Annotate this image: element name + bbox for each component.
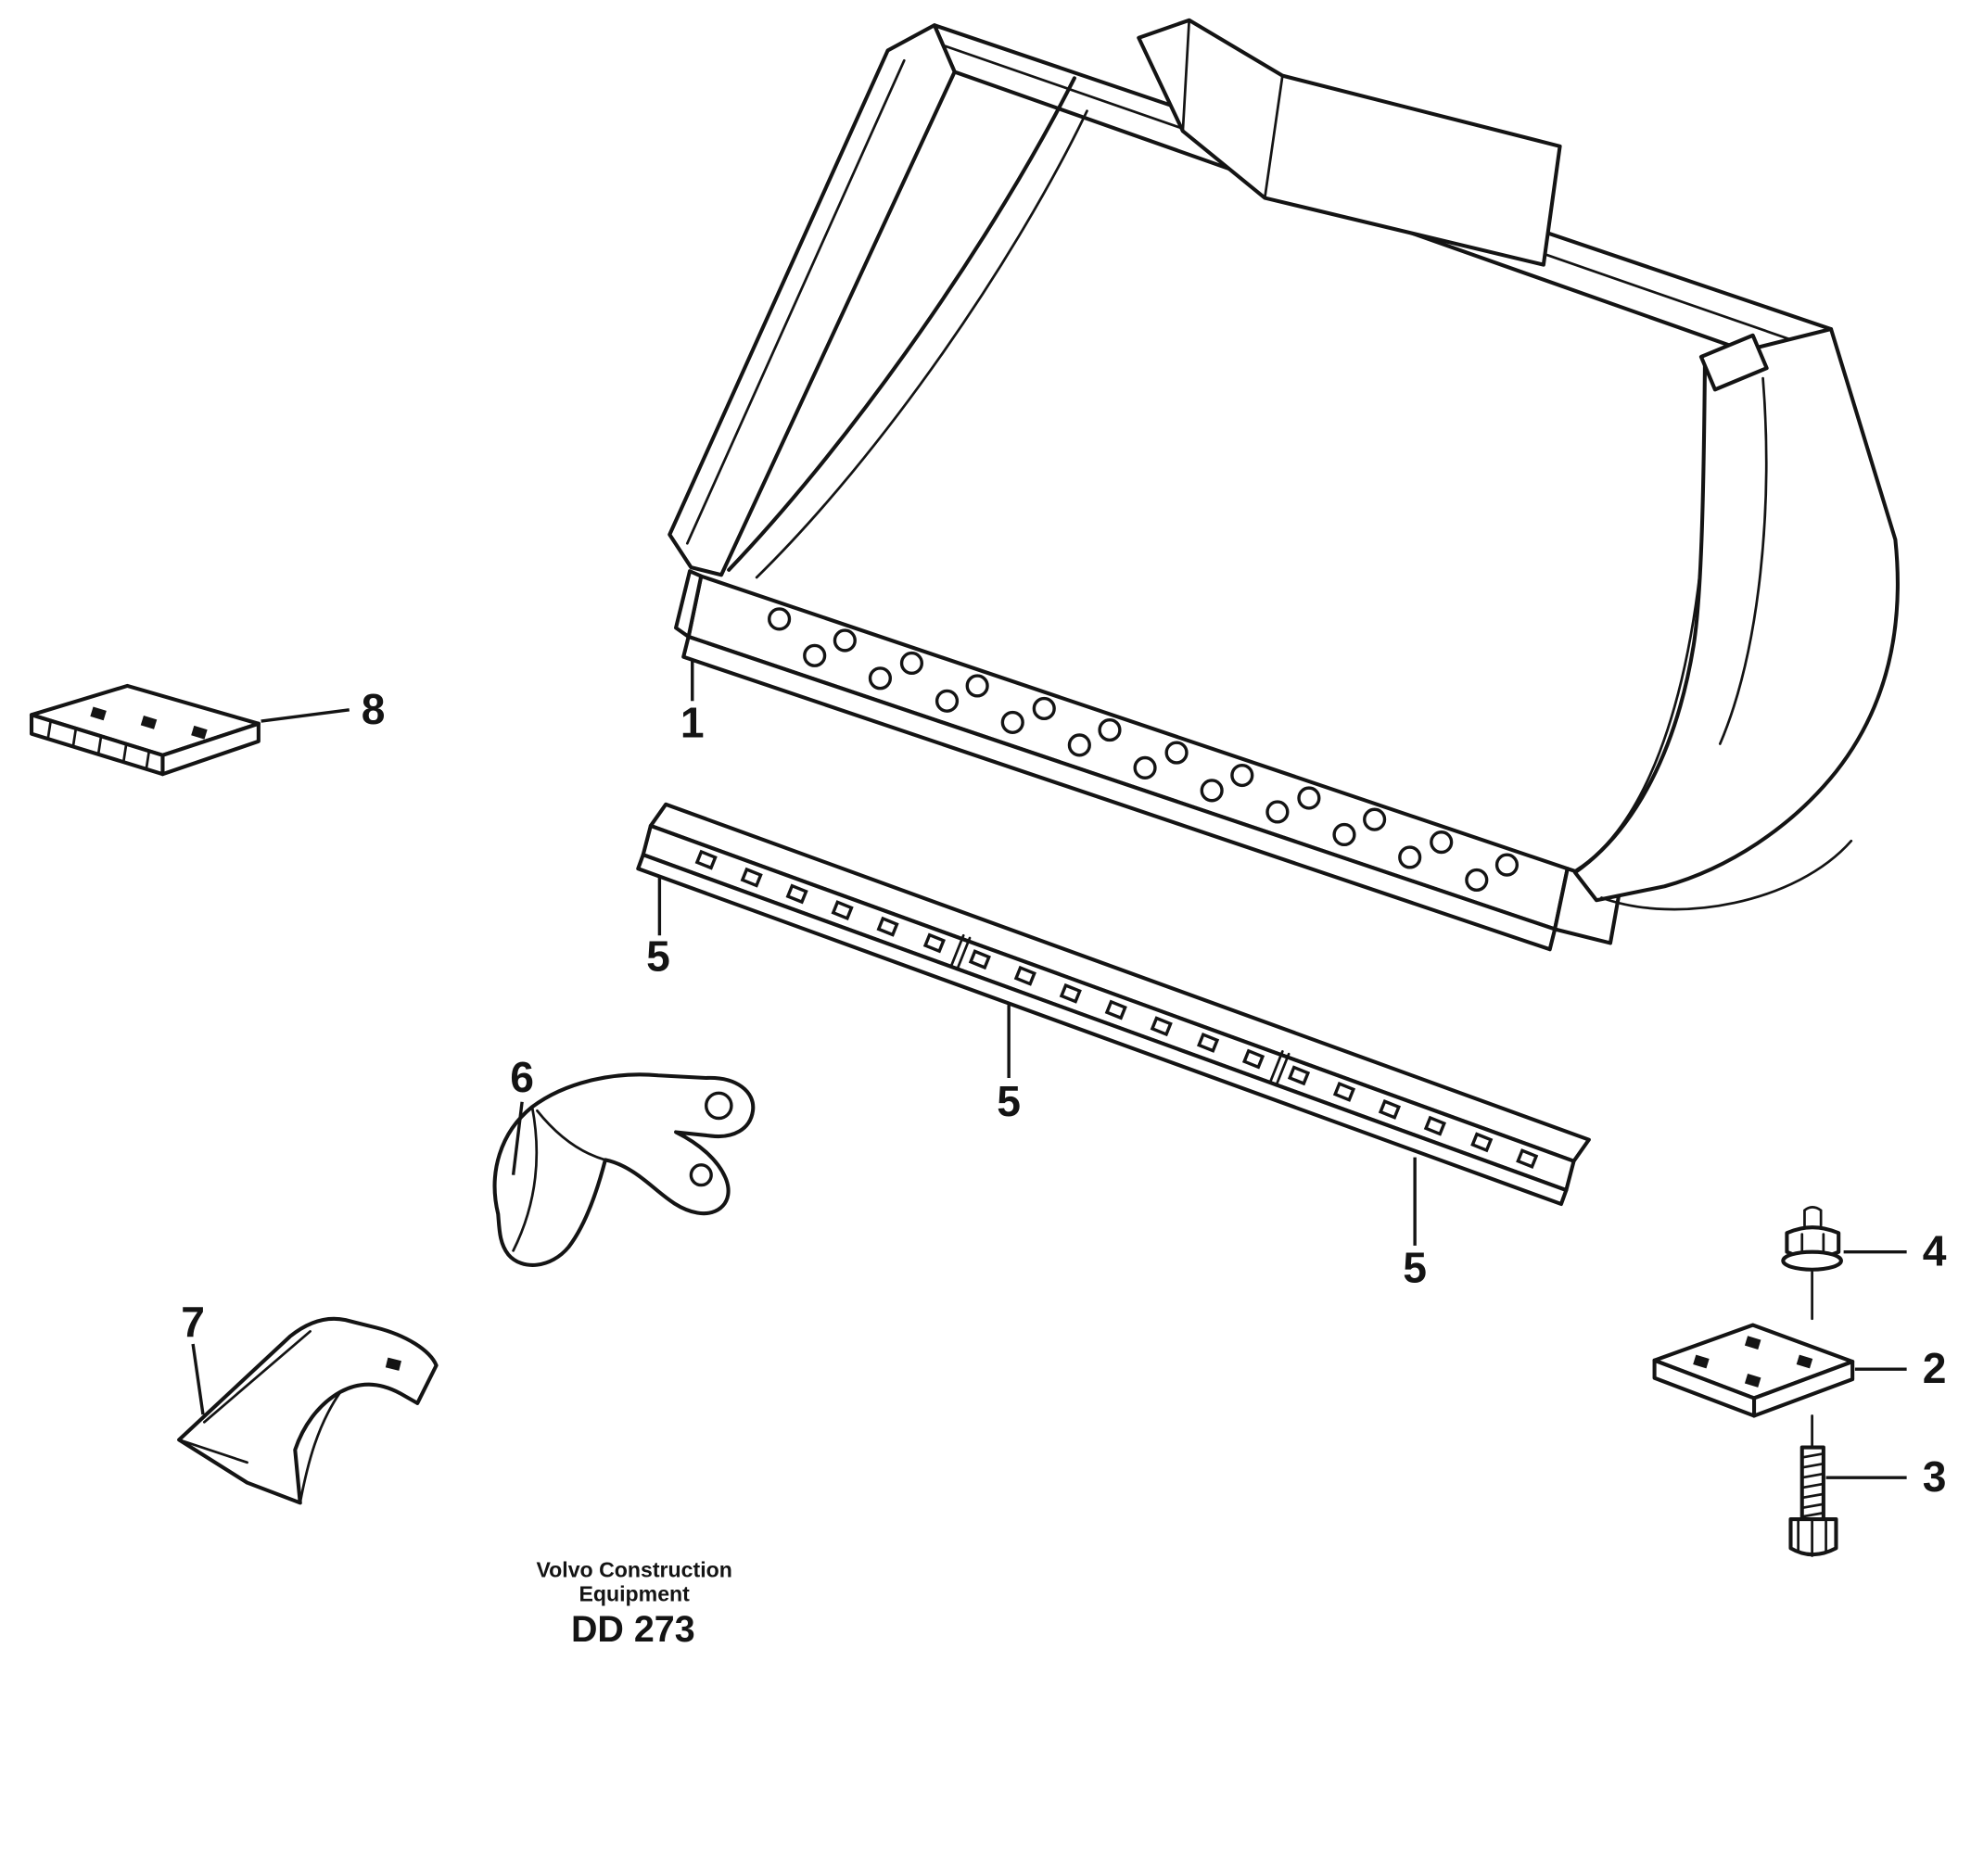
leader-line-7: [191, 1343, 205, 1415]
leader-lines: [191, 659, 1907, 1479]
callout-4: 4: [1923, 1227, 1947, 1275]
brand-line-1: Volvo Construction: [536, 1558, 731, 1582]
callout-2: 2: [1923, 1344, 1947, 1392]
callout-6: 6: [510, 1053, 534, 1101]
callout-5c: 5: [1403, 1243, 1427, 1291]
leader-line-8: [261, 708, 350, 723]
callout-7: 7: [181, 1298, 205, 1346]
callout-3: 3: [1923, 1452, 1947, 1501]
drawing-code: DD 273: [571, 1609, 695, 1650]
leader-line-6: [511, 1101, 524, 1175]
bolt-plate-2: [1652, 1323, 1855, 1418]
cutting-edge-5: [636, 802, 1591, 1207]
tooth-adapter-6: [492, 1072, 756, 1267]
tooth-7: [177, 1316, 439, 1505]
callout-1: 1: [680, 699, 705, 747]
bucket-left-side: [668, 23, 957, 577]
adapter-lower-hole: [689, 1163, 713, 1187]
title-block: Volvo Construction Equipment DD 273: [536, 1558, 731, 1650]
brand-line-2: Equipment: [579, 1581, 690, 1605]
adapter-pin-hole: [705, 1091, 733, 1121]
wear-plate-8: [29, 683, 261, 777]
bucket-shell-curve: [727, 76, 1088, 579]
callout-labels: 1 8 5 5 5 6 7 4 2 3: [181, 685, 1946, 1501]
nut-4: [1781, 1206, 1843, 1321]
bolt-3: [1788, 1414, 1838, 1557]
callout-8: 8: [362, 685, 386, 733]
bucket-bolt-on-edge: [674, 569, 1622, 952]
bucket-drawing: [668, 18, 1900, 952]
bucket-spill-guard: [1137, 18, 1562, 267]
callout-5b: 5: [997, 1077, 1021, 1125]
bucket-right-side: [1572, 326, 1900, 911]
callout-5a: 5: [646, 932, 670, 980]
